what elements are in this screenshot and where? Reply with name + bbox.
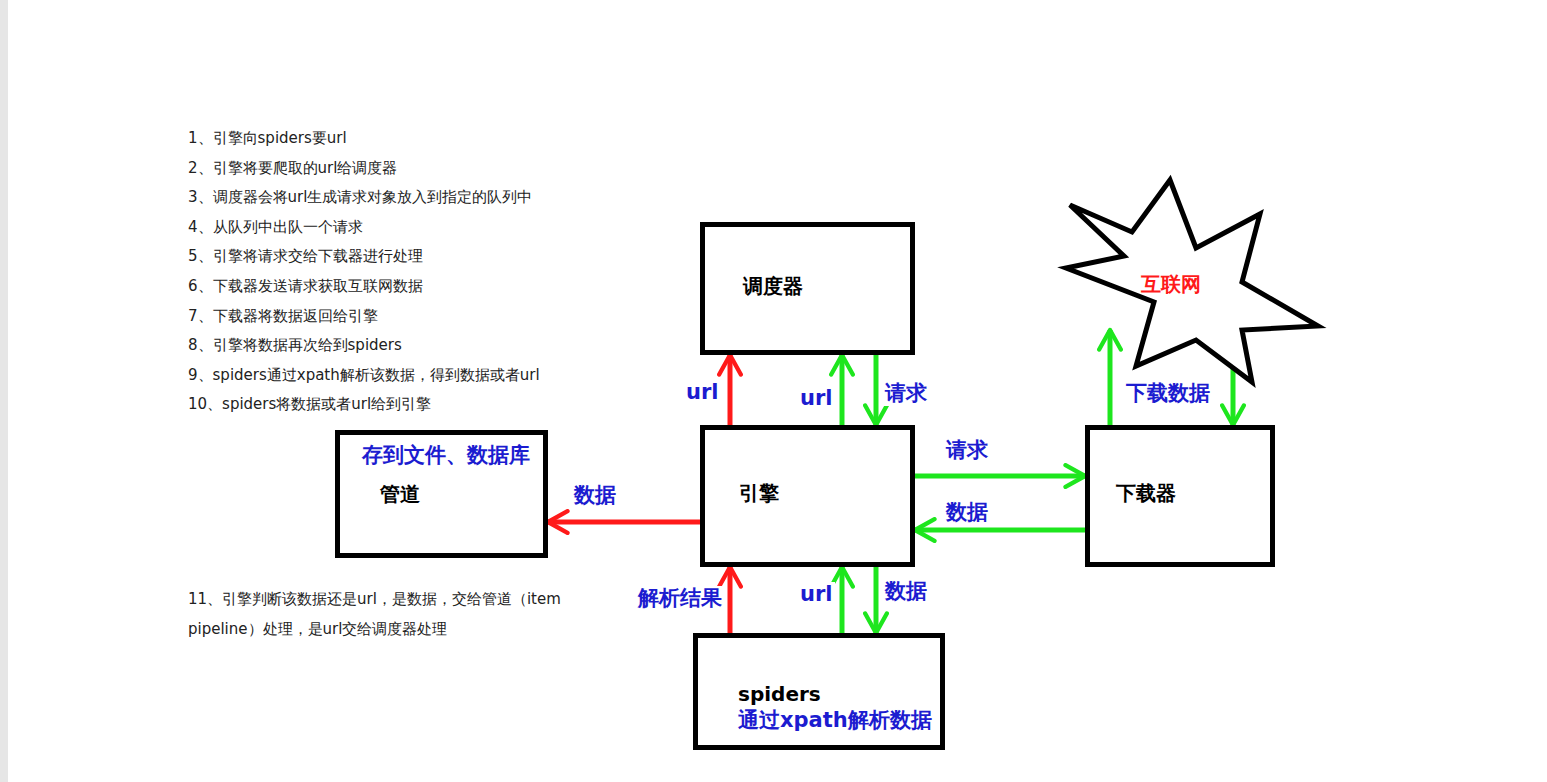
edge-label: url (684, 380, 721, 405)
node-note: 管道 (380, 482, 420, 506)
flow-arrow (728, 355, 733, 425)
edge-label: 数据 (572, 483, 618, 508)
step-text: 8、引擎将数据再次给到spiders (188, 331, 402, 361)
step-text: 3、调度器会将url生成请求对象放入到指定的队列中 (188, 183, 532, 213)
flow-arrow (548, 520, 700, 525)
node-title: 互联网 (1141, 272, 1201, 296)
flow-arrow (915, 474, 1085, 479)
flow-arrow (840, 355, 845, 425)
edge-label: 解析结果 (636, 586, 724, 611)
flow-arrow (874, 355, 879, 425)
window-edge-bar (0, 0, 8, 782)
flow-arrow (840, 567, 845, 633)
step-text: 5、引擎将请求交给下载器进行处理 (188, 242, 423, 272)
edge-label: 数据 (883, 579, 929, 604)
internet-star: 互联网 (1060, 170, 1325, 385)
pipeline-box: 存到文件、数据库管道 (335, 430, 548, 558)
step-text: 1、引擎向spiders要url (188, 124, 347, 154)
node-title: 下载器 (1116, 481, 1176, 505)
engine-box: 引擎 (700, 425, 915, 567)
node-title: spiders (738, 682, 821, 706)
edge-label: 数据 (944, 500, 990, 525)
edge-label: url (798, 386, 835, 411)
step-text: 2、引擎将要爬取的url给调度器 (188, 154, 397, 184)
note-text: 11、引擎判断该数据还是url，是数据，交给管道（item pipeline）处… (188, 585, 628, 644)
spiders-box: spiders通过xpath解析数据 (693, 633, 945, 750)
node-title: 引擎 (739, 481, 779, 505)
flow-arrow (728, 567, 733, 633)
scheduler-box: 调度器 (700, 222, 915, 355)
step-text: 10、spiders将数据或者url给到引擎 (188, 390, 431, 420)
step-text: 7、下载器将数据返回给引擎 (188, 302, 378, 332)
node-title: 存到文件、数据库 (362, 443, 530, 468)
step-text: 4、从队列中出队一个请求 (188, 213, 363, 243)
flow-arrow (915, 528, 1085, 533)
step-text: 9、spiders通过xpath解析该数据，得到数据或者url (188, 361, 540, 391)
edge-label: 请求 (883, 381, 929, 406)
node-title: 调度器 (743, 274, 803, 298)
edge-label: url (798, 582, 835, 607)
node-note: 通过xpath解析数据 (738, 708, 932, 733)
step-text: 6、下载器发送请求获取互联网数据 (188, 272, 423, 302)
flow-arrow (1108, 330, 1113, 425)
edge-label: 请求 (944, 438, 990, 463)
downloader-box: 下载器 (1085, 425, 1275, 567)
edge-label: 下载数据 (1124, 381, 1212, 406)
flow-arrow (874, 567, 879, 633)
